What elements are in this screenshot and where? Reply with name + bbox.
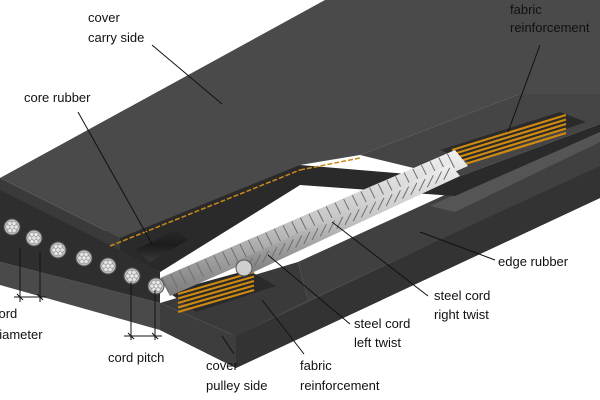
twist-strand: [239, 243, 248, 259]
fabric-edge-line-1: [109, 169, 301, 247]
twist-strand: [393, 190, 401, 203]
twist-strand: [319, 224, 327, 237]
fabric-reinforcement-bottom: [168, 270, 276, 314]
dimension-pitch-tick-1: [127, 332, 135, 340]
twist-strand: [286, 239, 294, 252]
dimension-diameter-tick-1: [16, 293, 24, 301]
twist-strand: [377, 197, 385, 211]
leader-right-twist: [331, 221, 429, 297]
twist-strand: [213, 255, 222, 270]
twist-strand: [256, 236, 265, 251]
twist-strand: [187, 266, 196, 281]
twist-strand: [299, 217, 308, 232]
twist-strand: [295, 235, 303, 248]
twist-strand: [443, 167, 451, 180]
cord-core-wire: [81, 255, 87, 261]
fabric-top-stripe: [451, 118, 567, 156]
cord-core-wire: [9, 224, 15, 230]
label-cord-pitch: cord pitch: [108, 350, 164, 365]
twist-strand: [344, 212, 352, 226]
cord-core-wire: [129, 273, 135, 279]
fabric-top-stripe: [451, 113, 567, 152]
fabric-reinforcement-top: [440, 112, 586, 170]
leader-fabric-top: [507, 44, 541, 133]
leader-edge-rubber: [419, 231, 496, 261]
twist-strand: [328, 220, 335, 233]
leader-left-twist: [267, 254, 351, 325]
cover-carry-side-step: [360, 94, 600, 178]
cord-end-right-twist: [235, 259, 253, 277]
label-steel-cord-right-twist: steel cord right twist: [434, 288, 494, 322]
cord-core-wire: [105, 263, 111, 269]
twist-strand: [426, 175, 434, 188]
twist-strand: [291, 221, 300, 236]
belt-body: [0, 0, 600, 368]
fabric-top-stripe: [451, 131, 567, 170]
cover-carry-side-front: [0, 178, 120, 250]
label-fabric-reinforcement-top: fabric reinforcement: [510, 2, 590, 35]
twist-strand: [196, 262, 205, 278]
cord-core-wire: [31, 235, 37, 241]
core-channel: [120, 124, 600, 272]
leader-cover-pulley: [221, 335, 235, 355]
twist-strand: [352, 209, 360, 222]
core-rubber-cord: [135, 229, 188, 262]
twist-strand: [178, 270, 187, 285]
twist-strand: [361, 205, 368, 218]
cord-cross-sections: [3, 218, 165, 295]
cord-core-wire: [153, 283, 159, 289]
twist-strand: [446, 153, 455, 168]
fabric-top-stripe: [451, 122, 567, 161]
fabric-bottom-stripe: [177, 279, 255, 305]
twist-strand: [282, 225, 291, 240]
leader-cover-carry: [151, 44, 223, 105]
label-fabric-reinforcement-bottom: fabric reinforcement: [300, 358, 380, 393]
twist-strand: [161, 277, 170, 293]
fabric-top-stripe: [451, 127, 567, 165]
twist-strand: [265, 232, 274, 248]
twist-strand: [262, 250, 270, 263]
twist-strand: [204, 258, 213, 274]
twist-strand: [278, 242, 286, 256]
right-cord-end: [235, 259, 253, 277]
leader-fabric-bottom: [261, 299, 305, 355]
twist-strand: [222, 251, 230, 266]
twist-strand: [248, 240, 256, 255]
twist-strand: [418, 178, 426, 192]
twist-strand: [230, 247, 239, 263]
label-cover-pulley-side: cover pulley side: [206, 358, 267, 393]
twist-strand: [170, 274, 179, 289]
label-edge-rubber: edge rubber: [498, 254, 569, 269]
twist-strand: [435, 171, 442, 184]
leader-lines: [14, 44, 541, 355]
twist-strand: [254, 254, 261, 267]
cover-carry-side-top: [0, 0, 600, 238]
twist-strand: [402, 186, 410, 199]
label-core-rubber: core rubber: [24, 90, 91, 105]
label-cover-carry-side: cover carry side: [88, 10, 144, 45]
twist-strand: [311, 227, 319, 241]
twist-strand: [410, 182, 418, 196]
leader-core-rubber: [77, 111, 153, 245]
twist-strand: [303, 231, 311, 245]
label-steel-cord-left-twist: steel cord left twist: [354, 316, 414, 350]
dimension-diameter-tick-2: [36, 293, 44, 301]
dimension-pitch-tick-2: [151, 332, 159, 340]
twist-strand: [273, 228, 282, 244]
twist-strand: [369, 201, 377, 214]
cover-pulley-side-front: [160, 303, 236, 368]
fabric-bottom-stripe: [177, 284, 255, 309]
cord-core-wire: [55, 247, 61, 253]
core-rubber-side-face: [236, 164, 600, 368]
fabric-bottom-stripe: [177, 288, 255, 314]
fabric-edge-line-2: [299, 157, 361, 171]
twist-strand: [270, 246, 278, 260]
labels: cover carry side fabric reinforcement co…: [0, 2, 590, 393]
cover-pulley-side-layer: [0, 160, 600, 368]
fabric-bottom-stripe: [177, 275, 255, 300]
twist-strand: [385, 193, 393, 207]
